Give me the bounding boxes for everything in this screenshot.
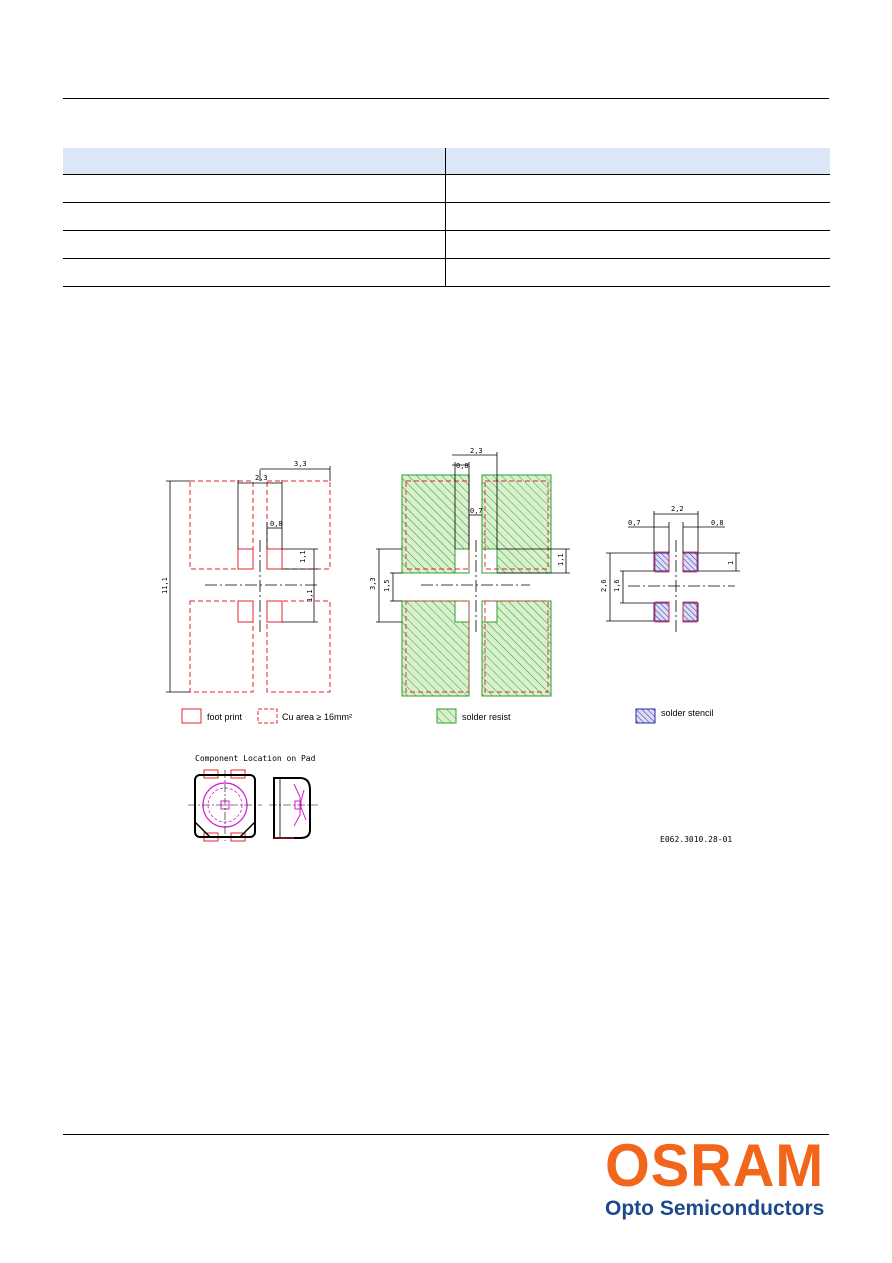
dim-label: 1 <box>727 561 735 565</box>
dim-label: 1,6 <box>613 579 621 592</box>
table-cell <box>63 202 446 231</box>
top-rule <box>63 98 829 99</box>
legend-solder-resist-label: solder resist <box>462 712 511 722</box>
solder-resist-view <box>401 474 552 697</box>
dim-label: 11,1 <box>161 577 169 594</box>
table-cell <box>63 174 446 203</box>
table-cell <box>445 174 830 203</box>
table-cell <box>445 230 830 259</box>
ordering-table <box>63 148 830 287</box>
dim-label: 2,2 <box>671 505 684 513</box>
table-row <box>63 258 830 287</box>
dim-label: 0,7 <box>470 507 483 515</box>
table-cell <box>445 258 830 287</box>
dim-label: 1,1 <box>557 553 565 566</box>
solder-stencil-view <box>653 551 699 623</box>
footprint-dimensions <box>166 466 331 693</box>
solder-stencil-dimensions <box>606 511 740 632</box>
table-row <box>63 174 830 203</box>
dim-label: 3,3 <box>369 577 377 590</box>
table-row <box>63 202 830 231</box>
logo-subtitle: Opto Semiconductors <box>605 1197 825 1220</box>
table-header-row <box>63 148 830 175</box>
solder-resist-dimensions <box>376 452 570 632</box>
dim-label: 2,3 <box>255 474 268 482</box>
table-cell <box>63 230 446 259</box>
drawing-number: E062.3010.28-01 <box>660 835 732 844</box>
solder-resist-swatch <box>436 708 457 724</box>
dim-label: 1,1 <box>306 589 314 602</box>
legend-cu-area-label: Cu area ≥ 16mm² <box>282 712 352 722</box>
table-cell <box>445 202 830 231</box>
table-row <box>63 230 830 259</box>
table-cell <box>63 258 446 287</box>
bottom-rule <box>63 1134 829 1135</box>
table-cell <box>445 148 830 175</box>
dim-label: 0,8 <box>456 462 469 470</box>
logo-brand: OSRAM <box>605 1132 825 1199</box>
dim-label: 2,3 <box>470 447 483 455</box>
legend-footprint-label: foot print <box>207 712 243 722</box>
osram-logo: OSRAM Opto Semiconductors <box>605 1132 833 1222</box>
legend: foot print Cu area ≥ 16mm² solder resist… <box>181 708 714 724</box>
dim-label: 3,3 <box>294 460 307 468</box>
table-cell <box>63 148 446 175</box>
dim-label: 0,8 <box>270 520 283 528</box>
dim-label: 1,5 <box>383 579 391 592</box>
solder-stencil-swatch <box>635 708 656 724</box>
footprint-swatch <box>181 708 202 724</box>
legend-solder-stencil-label: solder stencil <box>661 708 714 718</box>
dim-label: 0,7 <box>628 519 641 527</box>
component-location-title: Component Location on Pad <box>195 754 316 763</box>
dim-label: 0,8 <box>711 519 724 527</box>
dim-label: 2,6 <box>600 579 608 592</box>
cu-area-swatch <box>257 708 278 724</box>
dim-label: 1,1 <box>299 550 307 563</box>
component-side-view <box>269 777 318 839</box>
component-top-view <box>188 769 262 842</box>
